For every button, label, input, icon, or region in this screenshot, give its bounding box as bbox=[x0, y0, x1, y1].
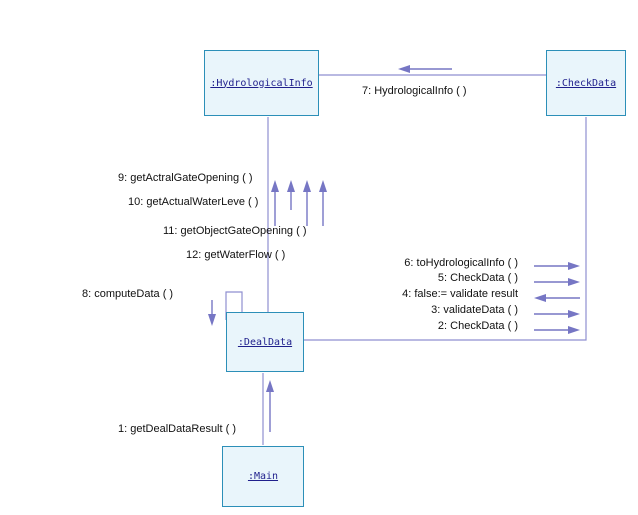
message-label-4: 4: false:= validate result bbox=[402, 288, 518, 300]
message-label-1: 1: getDealDataResult ( ) bbox=[118, 423, 236, 435]
message-label-12: 12: getWaterFlow ( ) bbox=[186, 249, 286, 261]
arrow-m3-head bbox=[568, 310, 580, 318]
message-label-11: 11: getObjectGateOpening ( ) bbox=[163, 225, 307, 237]
arrow-m6-head bbox=[568, 262, 580, 270]
object-deal-data[interactable]: :DealData bbox=[226, 312, 304, 372]
object-hydrological-info[interactable]: :HydrologicalInfo bbox=[204, 50, 319, 116]
arrow-m7-head bbox=[398, 65, 410, 73]
message-label-3: 3: validateData ( ) bbox=[431, 304, 518, 316]
self-link-deal bbox=[225, 291, 243, 320]
arrow-m1-head bbox=[266, 380, 274, 392]
arrow-m12-head bbox=[319, 180, 327, 192]
message-label-6: 6: toHydrologicalInfo ( ) bbox=[404, 257, 518, 269]
message-label-8: 8: computeData ( ) bbox=[82, 288, 174, 300]
arrow-m10-head bbox=[287, 180, 295, 192]
message-label-5: 5: CheckData ( ) bbox=[437, 272, 518, 284]
message-label-7: 7: HydrologicalInfo ( ) bbox=[362, 85, 467, 97]
message-label-10: 10: getActualWaterLeve ( ) bbox=[128, 196, 259, 208]
arrow-m8-head bbox=[208, 314, 216, 326]
link-deal-check bbox=[304, 117, 587, 341]
arrow-m5-head bbox=[568, 278, 580, 286]
arrow-m9-head bbox=[271, 180, 279, 192]
arrow-m11-head bbox=[303, 180, 311, 192]
message-label-2: 2: CheckData ( ) bbox=[437, 320, 518, 332]
arrow-m2-head bbox=[568, 326, 580, 334]
object-main[interactable]: :Main bbox=[222, 446, 304, 507]
object-check-data[interactable]: :CheckData bbox=[546, 50, 626, 116]
message-label-9: 9: getActralGateOpening ( ) bbox=[118, 172, 253, 184]
arrow-m4-head bbox=[534, 294, 546, 302]
